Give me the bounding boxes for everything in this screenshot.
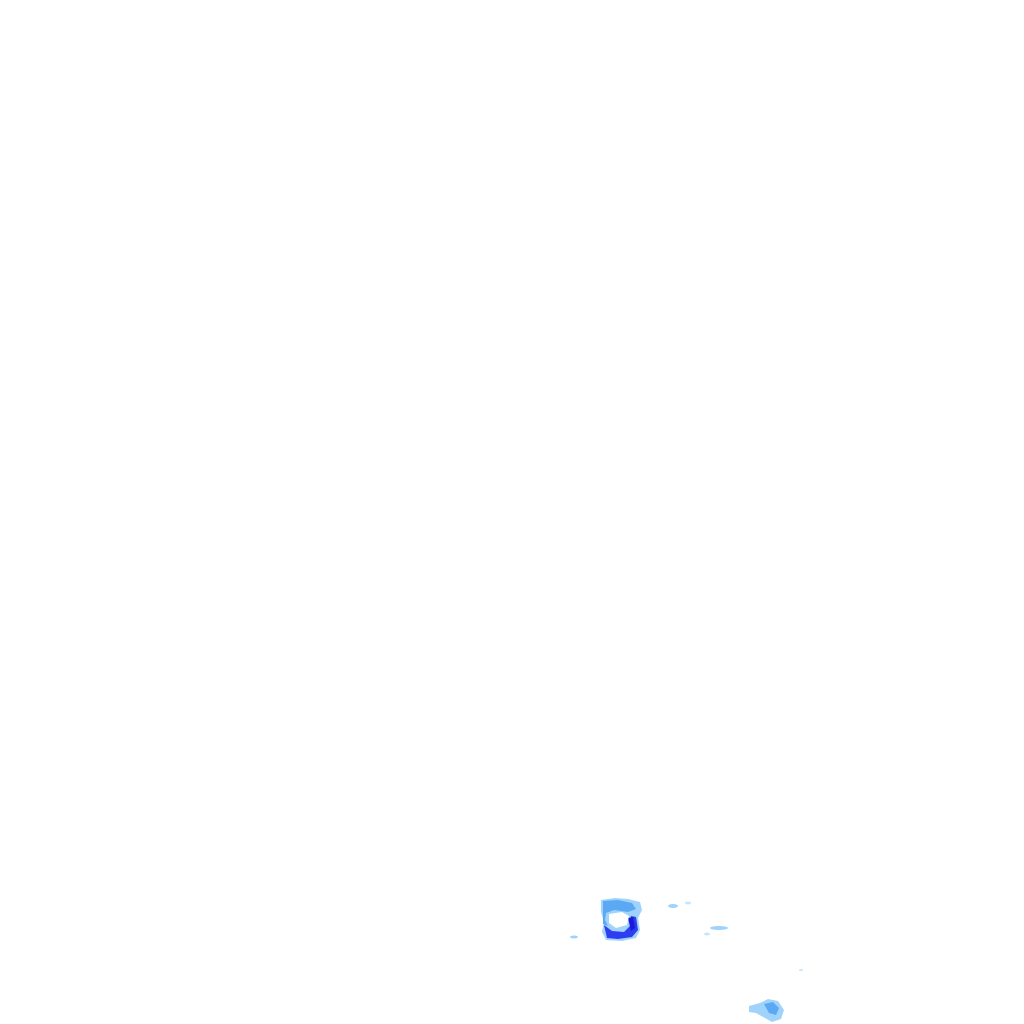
precip-speck	[570, 935, 578, 939]
precip-gap	[609, 912, 629, 928]
precip-speck	[710, 926, 728, 930]
precip-heavy-band	[604, 916, 638, 939]
precip-speck	[799, 969, 803, 971]
precipitation-specks	[570, 901, 803, 971]
precip-speck	[685, 901, 691, 905]
precipitation-cell-main	[601, 898, 642, 941]
precip-core	[628, 917, 635, 931]
precipitation-cell-secondary	[749, 999, 784, 1022]
precip-moderate-band	[603, 900, 636, 926]
precip-speck	[668, 904, 678, 908]
precip-speck	[704, 932, 710, 936]
precip-moderate-band	[764, 1002, 779, 1015]
